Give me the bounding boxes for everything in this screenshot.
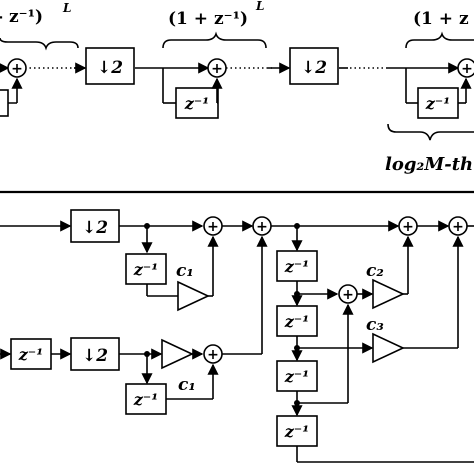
top-delay-2: z⁻¹ [175, 87, 219, 119]
svg-text:z⁻¹: z⁻¹ [284, 312, 310, 331]
top-adder-1: + [7, 58, 27, 78]
svg-text:z⁻¹: z⁻¹ [284, 422, 310, 441]
svg-text:+: + [11, 61, 23, 77]
stage-label: log₂M-th [385, 154, 473, 175]
svg-text:z⁻¹: z⁻¹ [284, 257, 310, 276]
bottom-chain-delay-1: z⁻¹ [276, 250, 318, 282]
brace-2 [162, 31, 267, 49]
svg-text:z⁻¹: z⁻¹ [425, 94, 451, 113]
bottom-gain-c1-b [161, 338, 194, 370]
bottom-gain-c3 [372, 332, 405, 364]
coef-c1-b: c₁ [178, 375, 196, 395]
brace-1 [0, 37, 79, 51]
coef-c1-a: c₁ [176, 261, 194, 281]
svg-text:+: + [211, 61, 223, 77]
brace-label-1: - z⁻¹) [0, 7, 43, 27]
svg-text:z⁻¹: z⁻¹ [184, 94, 210, 113]
bottom-delay-2: z⁻¹ [125, 383, 167, 415]
svg-text:z⁻¹: z⁻¹ [133, 390, 159, 409]
brace-exponent-1: L [62, 1, 71, 15]
brace-exponent-2: L [255, 0, 264, 13]
bottom-delay-input: z⁻¹ [10, 338, 52, 370]
bottom-chain-delay-2: z⁻¹ [276, 305, 318, 337]
top-delay-partial [0, 89, 9, 117]
brace-3 [405, 31, 474, 49]
bottom-adder-2: + [252, 216, 272, 236]
bottom-gain-c1-a [177, 280, 210, 312]
svg-text:+: + [452, 219, 464, 235]
svg-text:+: + [461, 61, 473, 77]
stage-brace [387, 123, 474, 141]
top-delay-3: z⁻¹ [417, 87, 459, 119]
bottom-chain-delay-3: z⁻¹ [276, 360, 318, 392]
svg-text:+: + [402, 219, 414, 235]
svg-text:↓2: ↓2 [82, 346, 108, 366]
bottom-adder-6: + [338, 284, 358, 304]
svg-text:+: + [342, 287, 354, 303]
bottom-delay-1: z⁻¹ [125, 253, 167, 285]
bottom-adder-3: + [398, 216, 418, 236]
bottom-adder-4: + [448, 216, 468, 236]
svg-text:z⁻¹: z⁻¹ [133, 260, 159, 279]
svg-text:z⁻¹: z⁻¹ [284, 367, 310, 386]
bottom-panel: ↓2 z⁻¹ c₁ + + + + [0, 209, 474, 463]
svg-text:↓2: ↓2 [97, 58, 123, 78]
top-downsampler-1: ↓2 [85, 47, 135, 85]
top-panel: - z⁻¹) L (1 + z⁻¹) L (1 + z + ↓2 + [0, 0, 474, 175]
bottom-downsampler-2: ↓2 [70, 337, 120, 371]
svg-text:+: + [207, 219, 219, 235]
svg-text:↓2: ↓2 [301, 58, 327, 78]
bottom-gain-c2 [372, 278, 405, 310]
bottom-chain-delay-4: z⁻¹ [276, 415, 318, 447]
coef-c2: c₂ [366, 261, 384, 281]
brace-label-3: (1 + z [413, 9, 469, 29]
brace-label-2: (1 + z⁻¹) [168, 9, 248, 29]
top-adder-2: + [207, 58, 227, 78]
svg-text:+: + [256, 219, 268, 235]
svg-text:z⁻¹: z⁻¹ [18, 345, 44, 364]
bottom-downsampler-1: ↓2 [70, 209, 120, 243]
bottom-adder-5: + [203, 344, 223, 364]
svg-text:↓2: ↓2 [82, 218, 108, 238]
top-adder-3: + [457, 58, 474, 78]
bottom-adder-1: + [203, 216, 223, 236]
svg-text:+: + [207, 347, 219, 363]
top-downsampler-2: ↓2 [289, 47, 339, 85]
coef-c3: c₃ [366, 315, 384, 335]
